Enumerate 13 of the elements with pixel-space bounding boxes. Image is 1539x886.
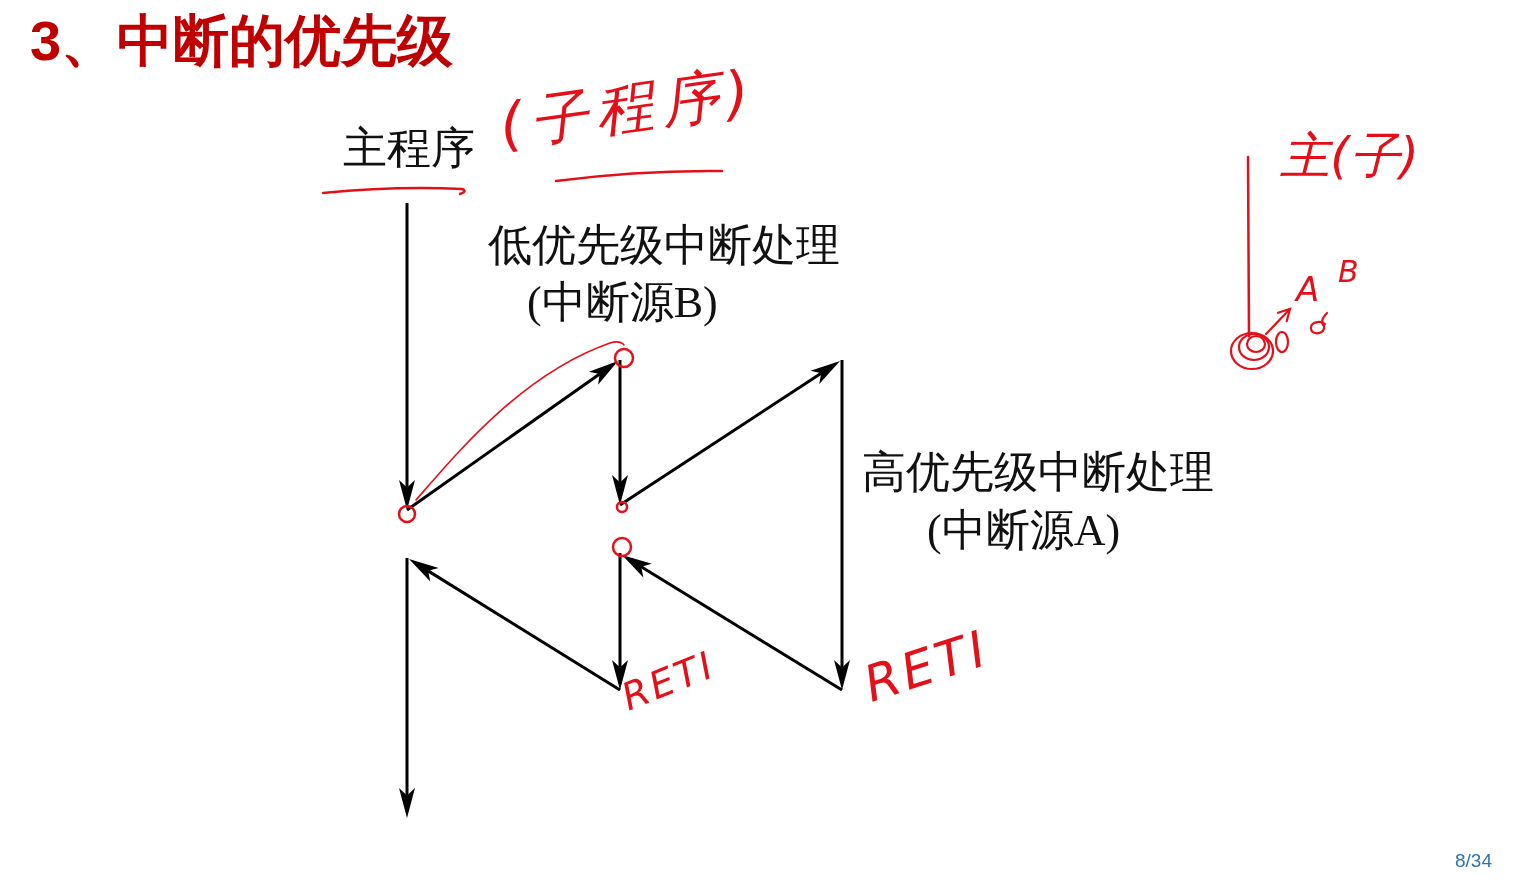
handwritten-letter: B	[1338, 256, 1359, 288]
handwritten-letter: A	[1296, 272, 1320, 308]
interrupt-label: (中断源A)	[927, 508, 1121, 555]
handwritten-note: RETI	[616, 645, 722, 719]
interrupt-label: 低优先级中断处理	[488, 223, 840, 270]
handwritten-note: 主(子)	[1280, 130, 1419, 183]
page-number: 8/34	[1455, 851, 1492, 871]
handwritten-note: RETI	[857, 621, 996, 712]
slide-title: 3、中断的优先级	[30, 12, 454, 71]
handwritten-note: (子程序)	[495, 60, 761, 157]
interrupt-label: 高优先级中断处理	[862, 450, 1214, 497]
interrupt-label: (中断源B)	[527, 280, 718, 327]
program-label: 主程序	[343, 126, 475, 173]
